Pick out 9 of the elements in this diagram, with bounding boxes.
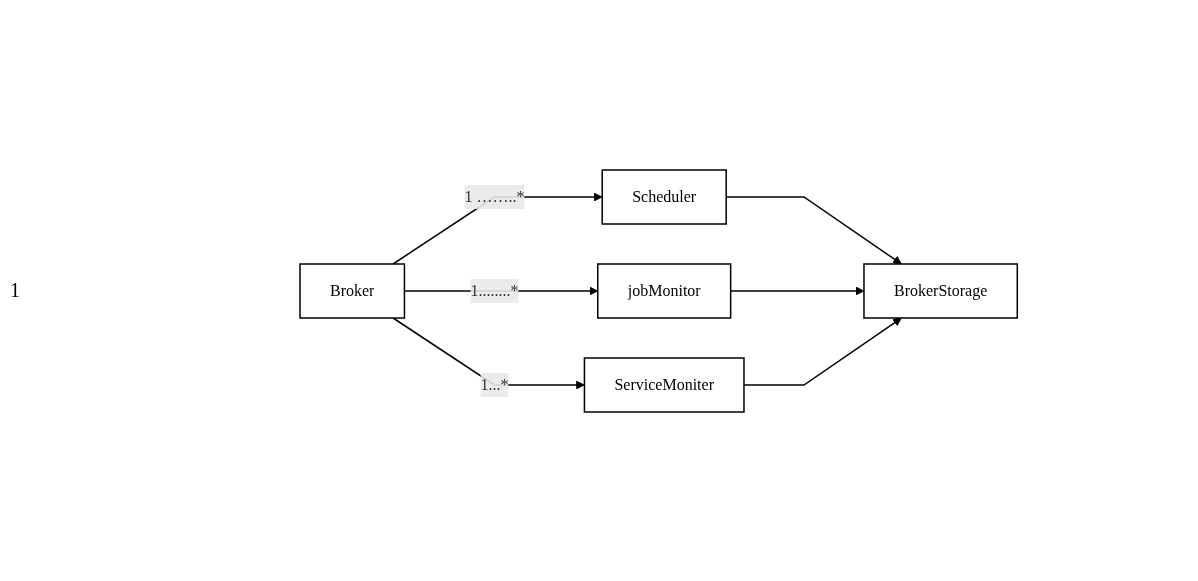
edge-label: 1...* xyxy=(480,375,509,393)
node-box: BrokerStorage xyxy=(863,262,1019,319)
node-box: ServiceMoniter xyxy=(584,356,746,413)
node-box: Scheduler xyxy=(601,168,728,225)
edge-label: 1........* xyxy=(470,281,519,299)
node-box: jobMonitor xyxy=(597,262,732,319)
multiplicity-label: 1 xyxy=(10,279,21,302)
edge-label: 1 ……..* xyxy=(464,187,525,205)
node-box: Broker xyxy=(299,262,406,319)
